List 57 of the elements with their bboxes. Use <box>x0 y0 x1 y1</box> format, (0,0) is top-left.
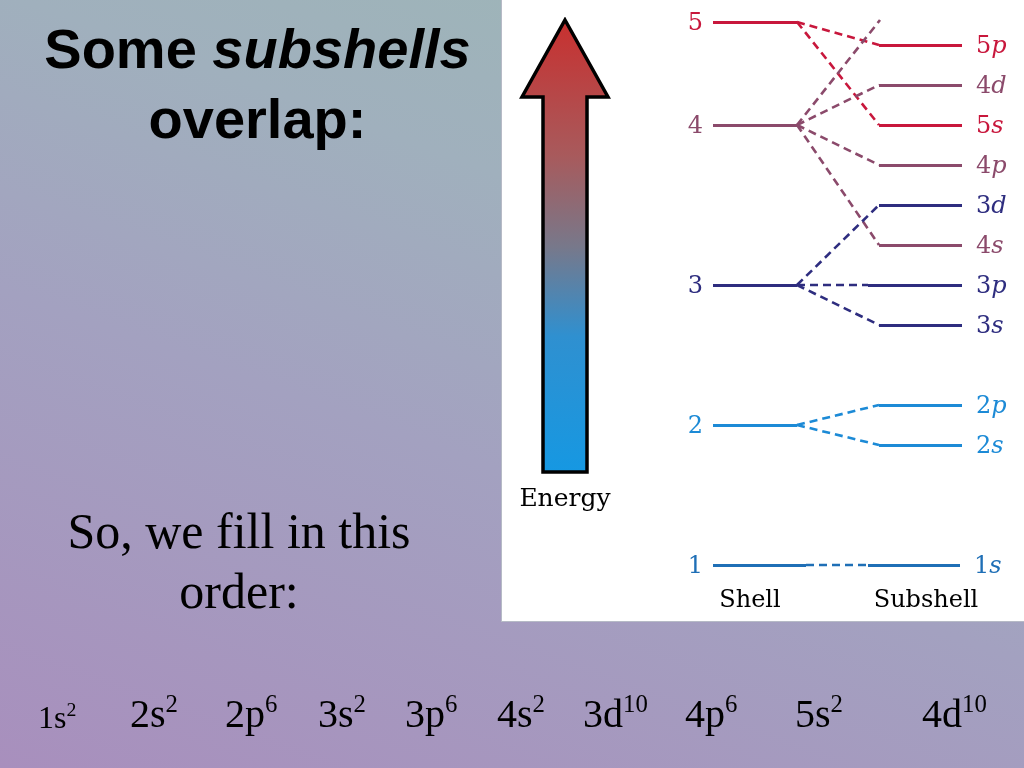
configuration-term: 3p$^{6}$ <box>405 690 458 738</box>
energy-level-line <box>879 123 962 127</box>
shell-number: 1 <box>687 551 703 579</box>
axis-label: Energy <box>518 482 612 514</box>
subshell-label: 1s <box>974 551 1002 579</box>
energy-level-line <box>879 163 962 167</box>
configuration-term: 2s$^{2}$ <box>130 690 178 738</box>
subshell-label: 3d <box>976 191 1007 219</box>
energy-level-line <box>879 83 962 87</box>
energy-level-line <box>879 443 962 447</box>
dashed-connector <box>797 283 868 287</box>
subshell-label: 5p <box>976 31 1007 59</box>
dashed-connector <box>796 403 880 427</box>
energy-level-line <box>879 403 962 407</box>
dashed-connector <box>796 20 880 47</box>
subshell-label: 4p <box>976 151 1007 179</box>
energy-level-line <box>868 283 962 287</box>
column-heading: Subshell <box>872 585 980 613</box>
dashed-connector <box>796 283 880 327</box>
subshell-label: 5s <box>976 111 1004 139</box>
subshell-label: 4d <box>976 71 1007 99</box>
shell-number: 5 <box>687 8 703 36</box>
configuration-term: 5s$^{2}$ <box>795 690 843 738</box>
shell-number: 3 <box>687 271 703 299</box>
configuration-term: 3s$^{2}$ <box>318 690 366 738</box>
energy-level-line <box>713 123 797 127</box>
energy-level-line <box>713 20 797 24</box>
energy-level-line <box>713 283 797 287</box>
configuration-term: 4p$^{6}$ <box>685 690 738 738</box>
energy-level-line <box>879 243 962 247</box>
subshell-label: 3p <box>976 271 1007 299</box>
energy-level-line <box>879 203 962 207</box>
body-text: So, we fill in this order: <box>66 502 412 621</box>
subshell-label: 2s <box>976 431 1004 459</box>
dashed-connector <box>795 124 881 246</box>
energy-level-line <box>713 563 806 567</box>
shell-number: 2 <box>687 411 703 439</box>
column-heading: Shell <box>718 585 782 613</box>
energy-level-line <box>879 323 962 327</box>
dashed-connector <box>796 204 880 286</box>
energy-level-line <box>713 423 797 427</box>
subshell-label: 3s <box>976 311 1004 339</box>
configuration-term: 3d$^{10}$ <box>583 690 648 738</box>
configuration-term: 1s$^{2}$ <box>38 696 77 737</box>
energy-level-line <box>879 43 962 47</box>
configuration-term: 2p$^{6}$ <box>225 690 278 738</box>
energy-level-line <box>868 563 960 567</box>
shell-number: 4 <box>687 111 703 139</box>
configuration-term: 4s$^{2}$ <box>497 690 545 738</box>
slide-title: Some subshells overlap: <box>43 16 472 152</box>
subshell-label: 4s <box>976 231 1004 259</box>
dashed-connector <box>796 123 880 167</box>
dashed-connector <box>796 423 880 447</box>
subshell-label: 2p <box>976 391 1007 419</box>
dashed-connector <box>796 83 880 127</box>
dashed-connector <box>806 563 868 567</box>
configuration-term: 4d$^{10}$ <box>922 690 987 738</box>
